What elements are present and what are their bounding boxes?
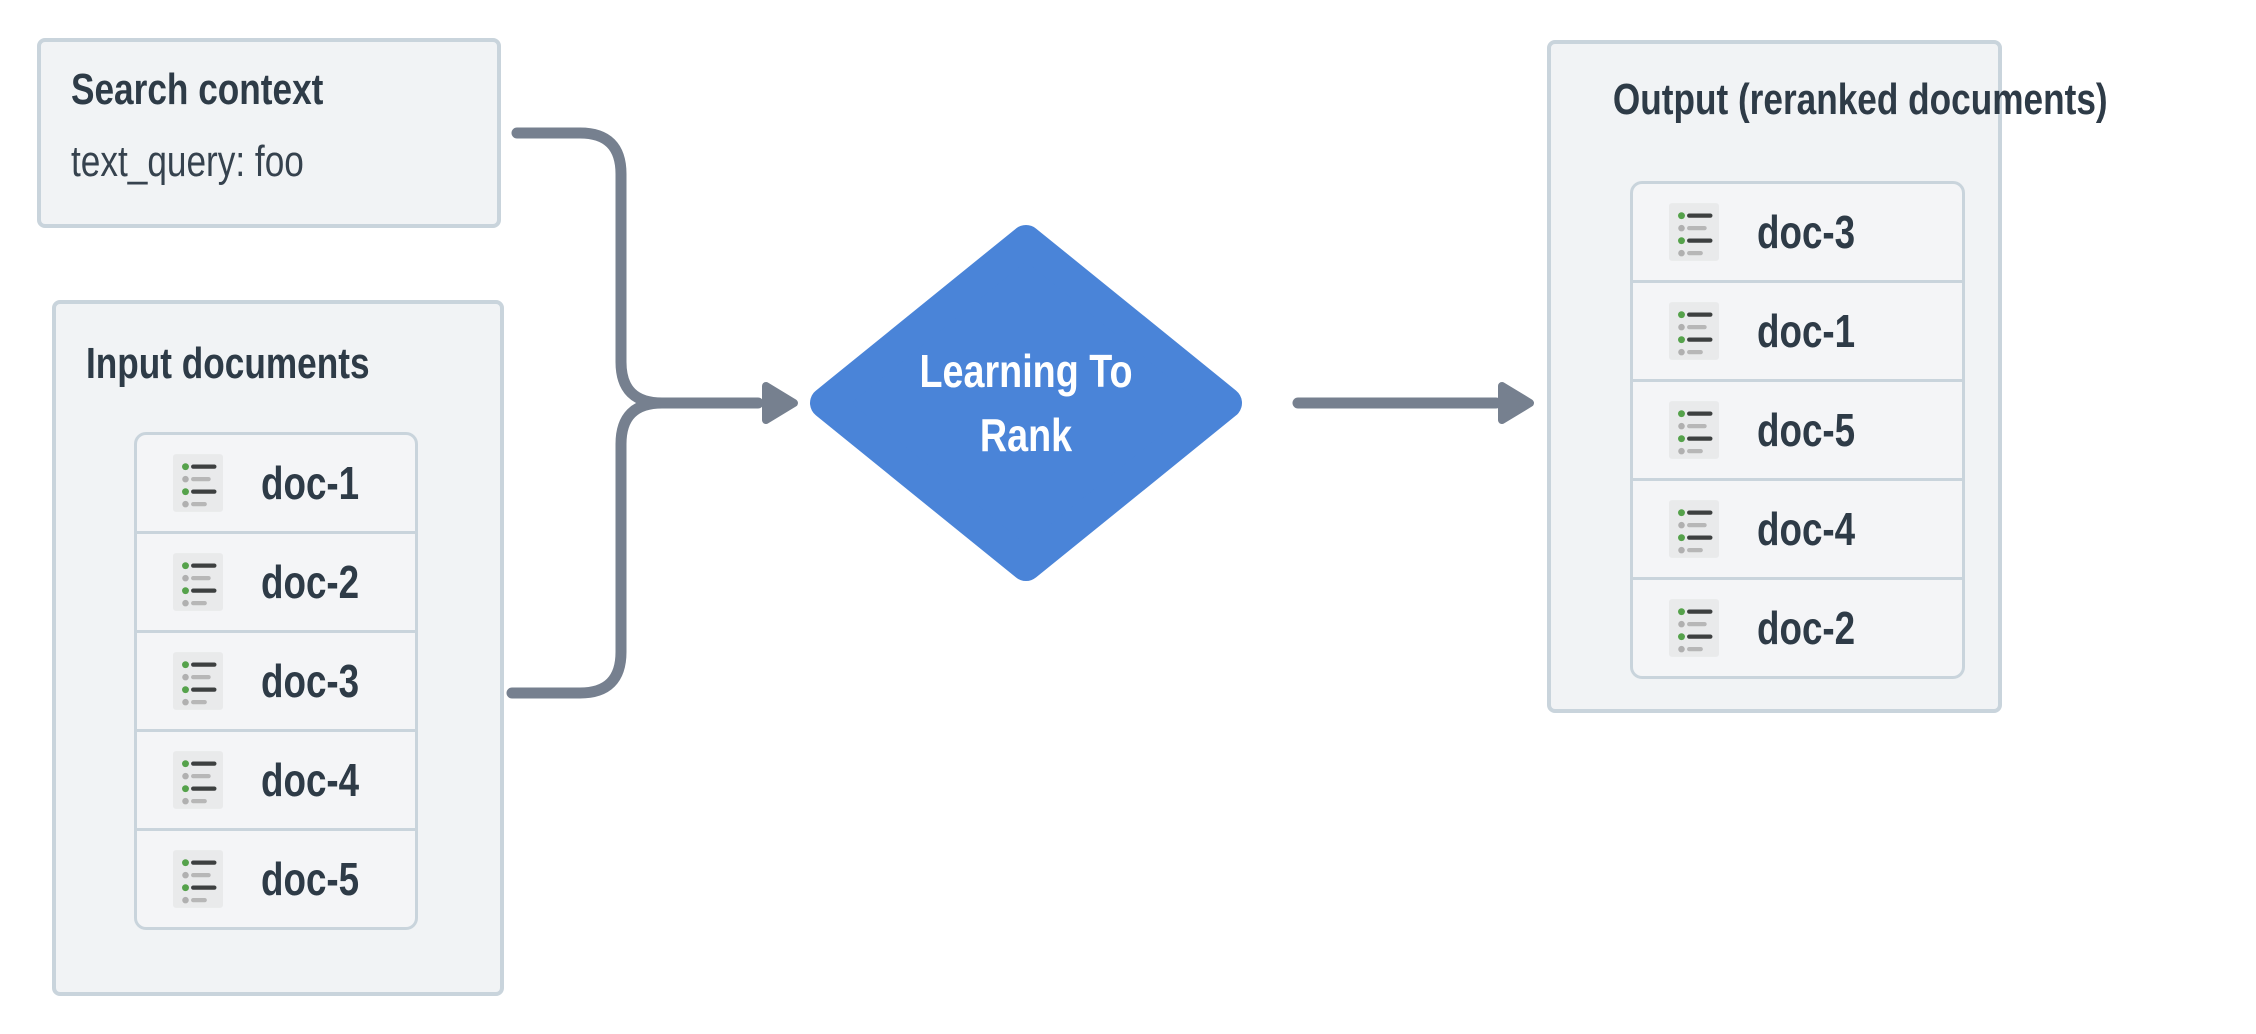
doc-label: doc-5: [261, 853, 360, 905]
doc-label: doc-4: [1757, 503, 1856, 555]
learning-to-rank-node: Learning To Rank: [876, 323, 1176, 483]
doc-list-icon: [1669, 499, 1719, 559]
doc-list-icon: [1669, 400, 1719, 460]
doc-list-icon: [1669, 301, 1719, 361]
doc-label: doc-1: [1757, 305, 1856, 357]
doc-label: doc-5: [1757, 404, 1856, 456]
output-title: Output (reranked documents): [1551, 74, 2108, 126]
search-context-title: Search context: [71, 64, 497, 116]
doc-list-icon: [1669, 598, 1719, 658]
doc-label: doc-2: [1757, 602, 1856, 654]
input-documents-title: Input documents: [86, 338, 500, 390]
doc-list-item: doc-5: [1633, 379, 1962, 478]
input-arrowhead-icon: [762, 382, 798, 424]
search-context-connector: [511, 127, 764, 409]
output-title-text: Output (reranked documents): [1612, 75, 2108, 124]
doc-list-item: doc-3: [1633, 184, 1962, 280]
doc-label: doc-4: [261, 754, 360, 806]
doc-list-icon: [173, 552, 223, 612]
doc-list-icon: [173, 453, 223, 513]
text-query-text: text_query: foo: [71, 137, 304, 186]
text-query-value: text_query: foo: [71, 136, 497, 188]
output-panel: Output (reranked documents) doc-3 doc-1 …: [1547, 40, 2108, 713]
input-documents-panel: Input documents doc-1 doc-2 doc-3 doc-4 …: [52, 300, 504, 996]
doc-label: doc-3: [1757, 206, 1856, 258]
doc-list-item: doc-2: [137, 531, 415, 630]
doc-list-item: doc-1: [137, 435, 415, 531]
input-doc-list: doc-1 doc-2 doc-3 doc-4 doc-5: [134, 432, 418, 930]
search-context-title-text: Search context: [71, 65, 324, 114]
learning-to-rank-label: Learning To Rank: [919, 345, 1133, 461]
doc-list-icon: [1669, 202, 1719, 262]
search-context-panel: Search context text_query: foo: [37, 38, 501, 228]
output-doc-list: doc-3 doc-1 doc-5 doc-4 doc-2: [1630, 181, 1965, 679]
doc-label: doc-3: [261, 655, 360, 707]
doc-label: doc-1: [261, 457, 360, 509]
input-documents-connector: [506, 397, 668, 699]
doc-list-item: doc-1: [1633, 280, 1962, 379]
output-arrowhead-icon: [1498, 382, 1534, 424]
input-documents-title-text: Input documents: [86, 339, 370, 388]
doc-list-item: doc-2: [1633, 577, 1962, 676]
doc-list-icon: [173, 651, 223, 711]
doc-list-item: doc-5: [137, 828, 415, 927]
doc-list-icon: [173, 849, 223, 909]
doc-list-item: doc-4: [137, 729, 415, 828]
doc-label: doc-2: [261, 556, 360, 608]
doc-list-icon: [173, 750, 223, 810]
doc-list-item: doc-3: [137, 630, 415, 729]
doc-list-item: doc-4: [1633, 478, 1962, 577]
